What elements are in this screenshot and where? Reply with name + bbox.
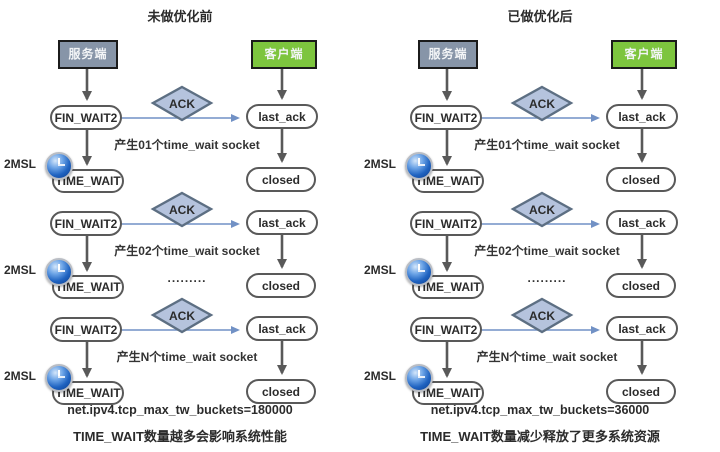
state-last-ack: last_ack — [246, 210, 318, 235]
2msl-label: 2MSL — [4, 263, 37, 277]
2msl-clock-icon — [45, 152, 73, 180]
column-before-optimization: 未做优化前 服务端 客户端 FIN — [4, 9, 318, 444]
ack-label: ACK — [529, 202, 555, 217]
server-actor-box: 服务端 — [58, 40, 118, 69]
ack-diamond: ACK — [510, 191, 574, 228]
ack-diamond: ACK — [510, 85, 574, 122]
socket-count-caption: 产生N个time_wait socket — [116, 350, 258, 364]
state-closed: closed — [246, 379, 316, 404]
sysctl-setting-text: net.ipv4.tcp_max_tw_buckets=180000 — [67, 403, 293, 417]
column-after-optimization: 已做优化后 服务端 客户端 FIN — [360, 0, 720, 452]
2msl-clock-icon — [405, 364, 433, 392]
conclusion-text: TIME_WAIT数量减少释放了更多系统资源 — [420, 429, 660, 444]
state-fin-wait2: FIN_WAIT2 — [410, 317, 482, 342]
ellipsis-dots: ......... — [167, 271, 207, 285]
2msl-label: 2MSL — [364, 369, 397, 383]
state-last-ack: last_ack — [606, 104, 678, 129]
state-fin-wait2: FIN_WAIT2 — [50, 317, 122, 342]
state-closed: closed — [606, 167, 676, 192]
state-time-wait: TIME_WAIT — [412, 275, 484, 299]
ack-label: ACK — [529, 308, 555, 323]
ellipsis-dots: ......... — [527, 271, 567, 285]
2msl-clock-icon — [405, 152, 433, 180]
2msl-label: 2MSL — [364, 263, 397, 277]
ack-label: ACK — [169, 96, 195, 111]
client-actor-box: 客户端 — [251, 40, 317, 69]
state-fin-wait2: FIN_WAIT2 — [50, 105, 122, 130]
conclusion-text: TIME_WAIT数量越多会影响系统性能 — [73, 429, 287, 444]
state-closed: closed — [606, 379, 676, 404]
ack-diamond: ACK — [150, 85, 214, 122]
ack-label: ACK — [529, 96, 555, 111]
2msl-label: 2MSL — [364, 157, 397, 171]
socket-count-caption: 产生02个time_wait socket — [474, 244, 620, 258]
socket-count-caption: 产生N个time_wait socket — [476, 350, 618, 364]
2msl-label: 2MSL — [4, 369, 37, 383]
2msl-label: 2MSL — [4, 157, 37, 171]
2msl-clock-icon — [45, 258, 73, 286]
client-actor-box: 客户端 — [611, 40, 677, 69]
sysctl-setting-text: net.ipv4.tcp_max_tw_buckets=36000 — [430, 403, 650, 417]
state-last-ack: last_ack — [606, 210, 678, 235]
column-title: 已做优化后 — [507, 9, 573, 24]
socket-count-caption: 产生01个time_wait socket — [474, 138, 620, 152]
2msl-clock-icon — [45, 364, 73, 392]
state-time-wait: TIME_WAIT — [52, 169, 124, 193]
state-fin-wait2: FIN_WAIT2 — [410, 211, 482, 236]
server-actor-box: 服务端 — [418, 40, 478, 69]
column-title: 未做优化前 — [147, 9, 213, 24]
state-last-ack: last_ack — [246, 316, 318, 341]
state-closed: closed — [606, 273, 676, 298]
state-closed: closed — [246, 167, 316, 192]
2msl-clock-icon — [405, 258, 433, 286]
ack-diamond: ACK — [150, 297, 214, 334]
ack-label: ACK — [169, 308, 195, 323]
socket-count-caption: 产生02个time_wait socket — [114, 244, 260, 258]
state-fin-wait2: FIN_WAIT2 — [50, 211, 122, 236]
state-closed: closed — [246, 273, 316, 298]
state-fin-wait2: FIN_WAIT2 — [410, 105, 482, 130]
ack-diamond: ACK — [150, 191, 214, 228]
state-last-ack: last_ack — [606, 316, 678, 341]
ack-diamond: ACK — [510, 297, 574, 334]
ack-label: ACK — [169, 202, 195, 217]
state-last-ack: last_ack — [246, 104, 318, 129]
socket-count-caption: 产生01个time_wait socket — [114, 138, 260, 152]
